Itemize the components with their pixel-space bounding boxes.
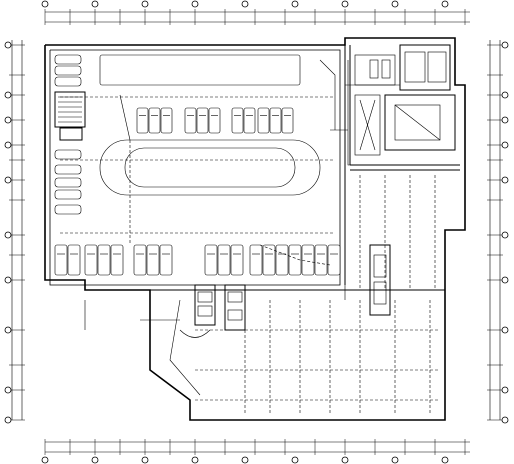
wiring-routes: [119, 59, 400, 396]
parking-rows: [54, 107, 341, 276]
stair-core-lower: [179, 244, 391, 338]
stair-core-left: [54, 91, 86, 141]
lower-right-grid: [195, 175, 440, 415]
building-outline: [44, 37, 466, 421]
grid-bubbles: [4, 0, 509, 464]
parking-left-column: [54, 54, 82, 215]
rooms-upper-right: [354, 44, 456, 156]
dimension-lines: [11, 11, 501, 453]
drive-loop: [60, 54, 335, 330]
dimension-ticks: [9, 9, 503, 455]
